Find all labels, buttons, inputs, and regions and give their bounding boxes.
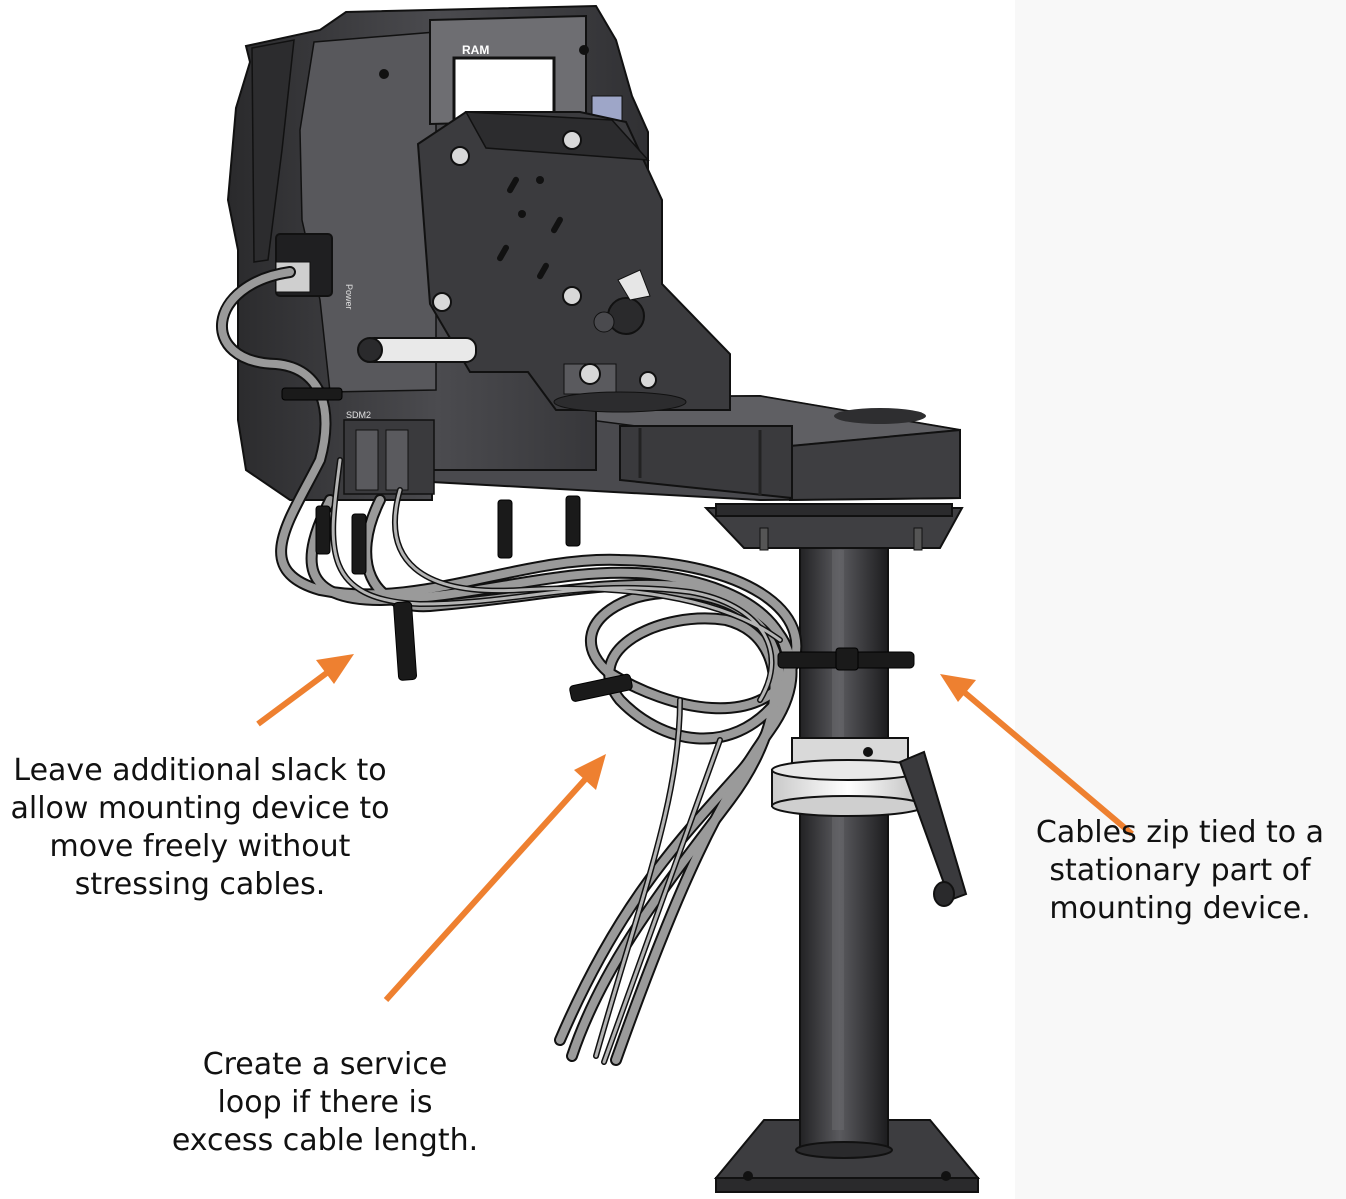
callout-zip-line: stationary part of xyxy=(1049,853,1311,888)
callout-loop-line: Create a service xyxy=(202,1047,448,1082)
pole-flange xyxy=(703,503,964,551)
arrow-zip xyxy=(940,674,1134,837)
pedestal-pole xyxy=(713,539,981,1193)
side-panel xyxy=(1015,0,1346,1199)
lock-collar xyxy=(771,737,968,907)
callout-slack-line: move freely without xyxy=(49,829,351,864)
callout-slack-text: Leave additional slack to allow mounting… xyxy=(0,752,400,904)
cable-bundle xyxy=(216,266,803,1066)
callout-zip-tie-text: Cables zip tied to a stationary part of … xyxy=(1030,814,1330,928)
callout-service-loop-text: Create a service loop if there is excess… xyxy=(160,1046,490,1160)
callout-loop-line: excess cable length. xyxy=(171,1123,479,1158)
callout-loop-line: loop if there is xyxy=(217,1085,433,1120)
mounting-bracket xyxy=(357,111,731,413)
callout-slack-line: allow mounting device to xyxy=(10,791,390,826)
port-label-power: Power xyxy=(344,284,354,310)
callout-slack-line: stressing cables. xyxy=(74,867,326,902)
zip-ties xyxy=(281,387,915,702)
device-brand-label: RAM xyxy=(462,43,489,57)
callout-zip-line: Cables zip tied to a xyxy=(1035,815,1325,850)
port-label-sdm2: SDM2 xyxy=(346,410,371,420)
callout-zip-line: mounting device. xyxy=(1049,891,1311,926)
callout-slack-line: Leave additional slack to xyxy=(13,753,387,788)
arrow-loop xyxy=(383,754,606,1003)
arrow-slack xyxy=(256,654,354,727)
